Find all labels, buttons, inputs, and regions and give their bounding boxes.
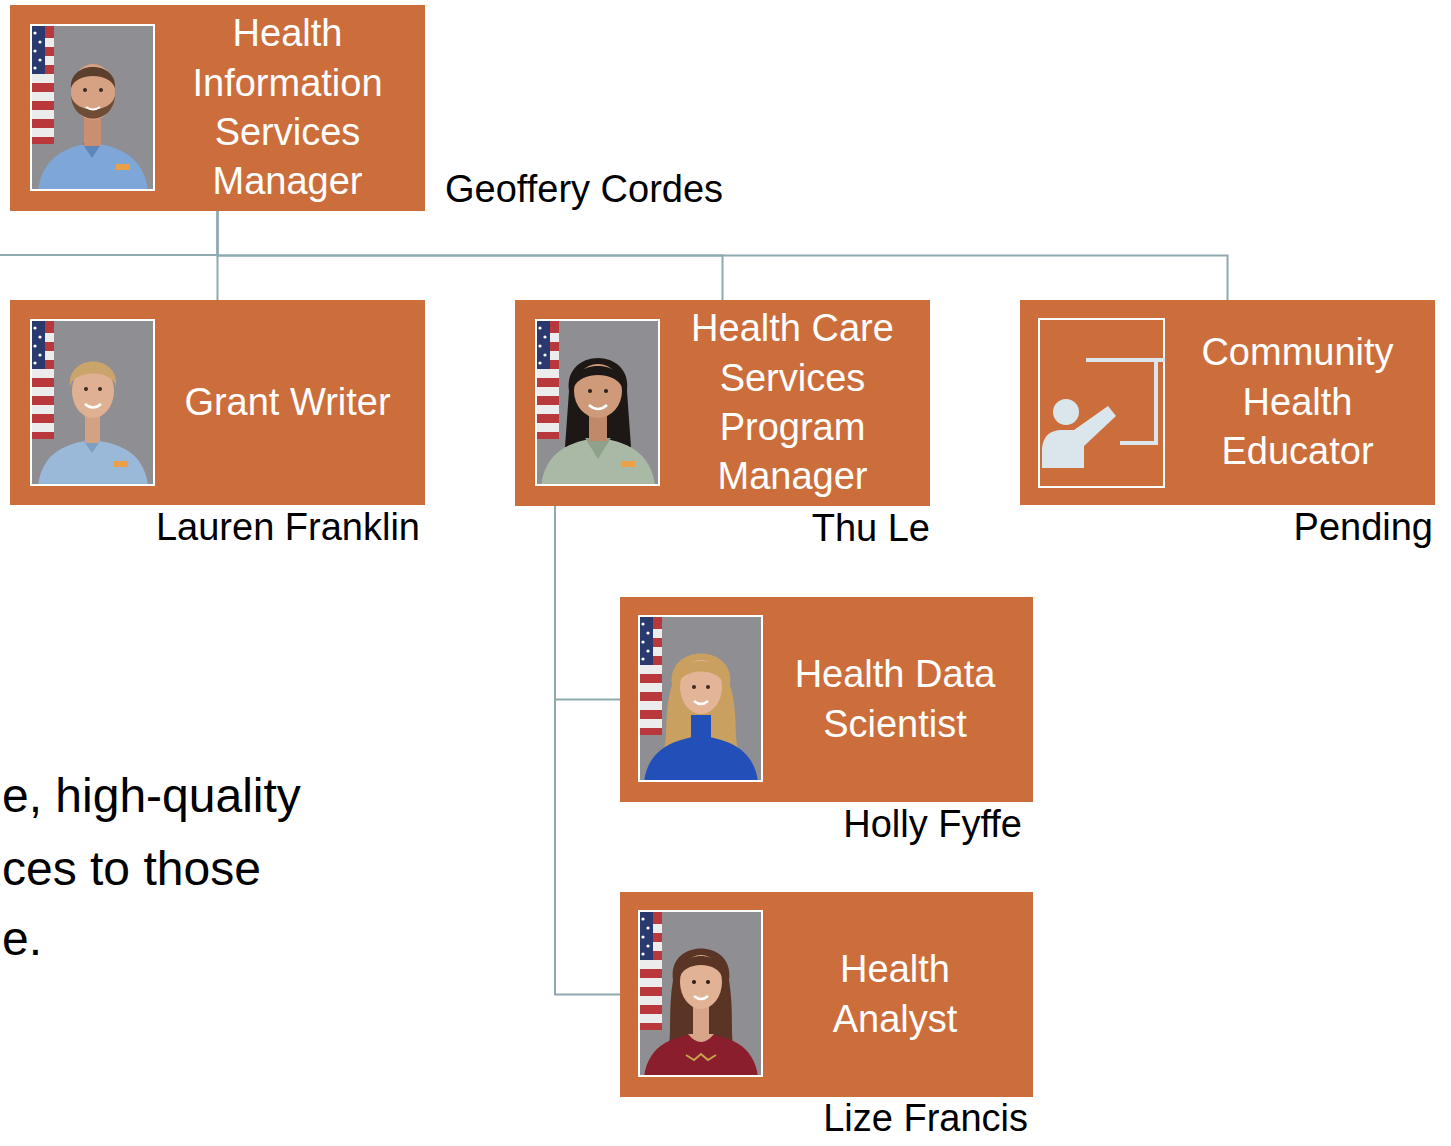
role-title: Community Health Educator: [1170, 328, 1425, 476]
cropped-text: e.: [2, 910, 42, 968]
portrait-photo: [30, 319, 155, 486]
role-title: Health Data Scientist: [770, 650, 1020, 749]
role-title: Health Information Services Manager: [160, 9, 415, 207]
person-name: Holly Fyffe: [843, 804, 1022, 846]
person-name: Pending: [1294, 507, 1433, 549]
placeholder-icon: [1038, 318, 1165, 488]
portrait-photo: [638, 910, 763, 1077]
person-name: Geoffery Cordes: [445, 169, 723, 211]
portrait-photo: [535, 319, 660, 486]
person-name: Lize Francis: [823, 1098, 1028, 1140]
org-connector: [555, 506, 620, 995]
role-box: Health Care Services Program ManagerThu …: [515, 300, 930, 506]
role-box: Grant WriterLauren Franklin: [10, 300, 425, 505]
role-box: Health Data ScientistHolly Fyffe: [620, 597, 1033, 802]
person-name: Lauren Franklin: [156, 507, 420, 549]
person-name: Thu Le: [812, 508, 930, 550]
cropped-text: e, high-quality: [2, 767, 301, 825]
connector-stub: [0, 254, 217, 256]
role-box: Health AnalystLize Francis: [620, 892, 1033, 1097]
cropped-text: ces to those: [2, 840, 261, 898]
role-title: Health Analyst: [795, 945, 995, 1044]
org-connector: [555, 506, 620, 700]
role-box: Health Information Services ManagerGeoff…: [10, 5, 425, 211]
portrait-photo: [638, 615, 763, 782]
role-box: Community Health EducatorPending: [1020, 300, 1435, 505]
role-title: Health Care Services Program Manager: [665, 304, 920, 502]
role-title: Grant Writer: [160, 378, 415, 427]
org-connector: [218, 211, 1228, 300]
portrait-photo: [30, 24, 155, 191]
